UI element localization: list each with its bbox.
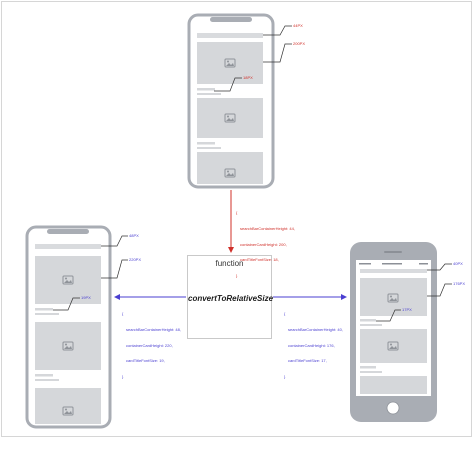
right-title-font-label: 17PX bbox=[402, 307, 412, 312]
function-box-title: function bbox=[215, 259, 244, 268]
code-right-line-2: containerCardHeight: 176, bbox=[288, 342, 335, 348]
left-title-font-label: 19PX bbox=[81, 295, 91, 300]
top-callout-lines bbox=[214, 25, 292, 92]
code-left-line-3: cardTitleFontSize: 19, bbox=[126, 358, 165, 364]
top-title-font-label: 18PX bbox=[243, 75, 253, 80]
code-right-open: { bbox=[284, 311, 286, 317]
code-snippet-right: { searchBarContainerHeight: 40, containe… bbox=[284, 301, 343, 384]
code-snippet-top: { searchBarContainerHeight: 44, containe… bbox=[236, 200, 295, 283]
code-left-open: { bbox=[122, 311, 124, 317]
code-top-open: { bbox=[236, 210, 238, 216]
phone-left bbox=[25, 225, 112, 429]
top-search-height-label: 44PX bbox=[293, 23, 303, 28]
left-search-height-label: 48PX bbox=[129, 233, 139, 238]
code-snippet-left: { searchBarContainerHeight: 48, containe… bbox=[122, 301, 181, 384]
code-right-line-3: cardTitleFontSize: 17, bbox=[288, 358, 327, 364]
code-top-line-1: searchBarContainerHeight: 44, bbox=[240, 226, 295, 232]
right-card-height-label: 176PX bbox=[453, 281, 465, 286]
code-left-line-2: containerCardHeight: 220, bbox=[126, 342, 173, 348]
code-top-line-3: cardTitleFontSize: 18, bbox=[240, 257, 279, 263]
code-top-line-2: containerCardHeight: 200, bbox=[240, 241, 287, 247]
right-callout-lines bbox=[376, 263, 452, 322]
left-card-height-label: 220PX bbox=[129, 257, 141, 262]
right-search-height-label: 40PX bbox=[453, 261, 463, 266]
code-right-line-1: searchBarContainerHeight: 40, bbox=[288, 327, 343, 333]
code-left-close: } bbox=[122, 373, 124, 379]
phone-right bbox=[350, 242, 437, 422]
function-box: function convertToRelativeSize bbox=[187, 255, 274, 339]
left-callout-lines bbox=[53, 235, 128, 311]
phone-top bbox=[187, 13, 275, 189]
top-card-height-label: 200PX bbox=[293, 41, 305, 46]
function-name: convertToRelativeSize bbox=[188, 294, 274, 303]
code-left-line-1: searchBarContainerHeight: 48, bbox=[126, 327, 181, 333]
code-right-close: } bbox=[284, 373, 286, 379]
code-top-close: } bbox=[236, 272, 238, 278]
